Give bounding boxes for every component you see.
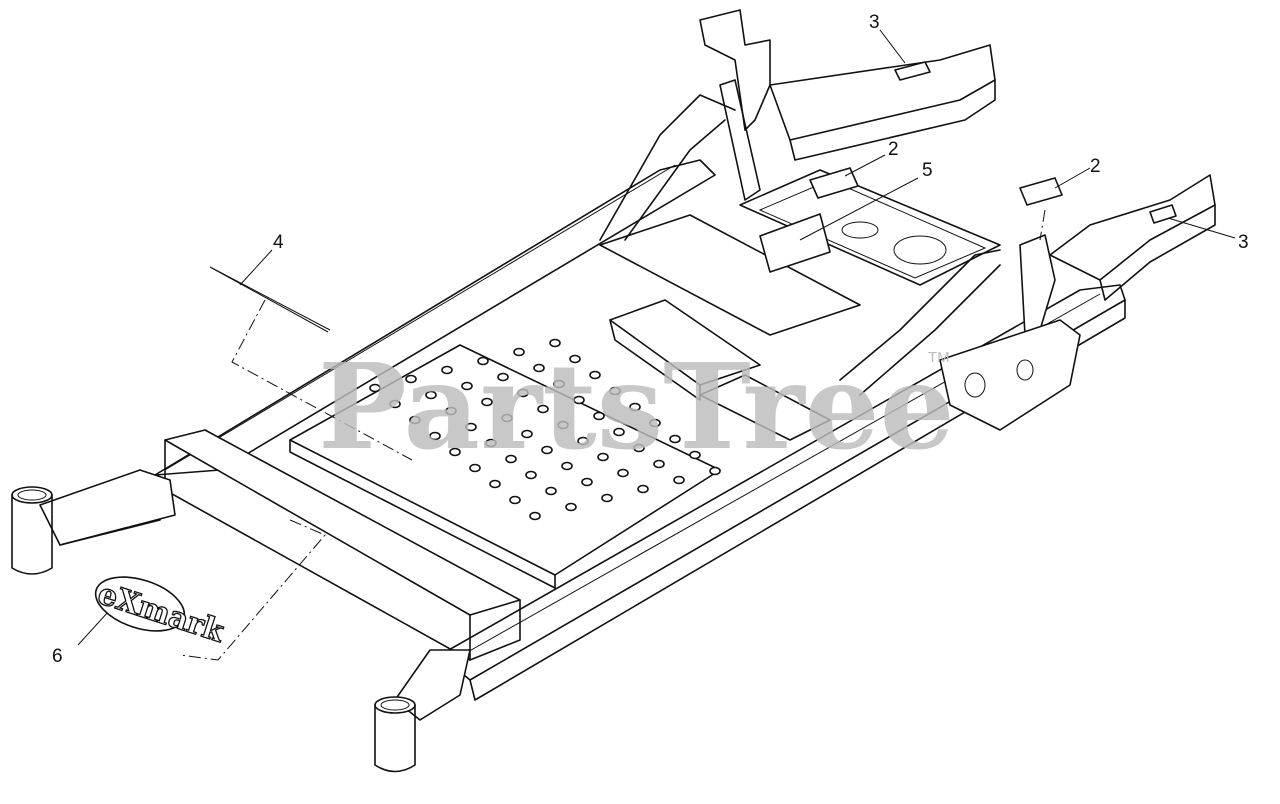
floor-stud [537,404,549,414]
floor-stud [461,381,473,391]
floor-stud [609,386,621,396]
floor-stud [509,495,521,505]
floor-stud [669,434,681,444]
floor-stud [477,356,489,366]
floor-stud [517,388,529,398]
floor-stud [505,454,517,464]
floor-stud [521,429,533,439]
floor-stud [445,406,457,416]
floor-stud [533,363,545,373]
callout-numbers: 3 2 5 2 3 4 6 [52,12,1249,667]
floor-stud [501,413,513,423]
callout-4: 4 [273,232,284,253]
floor-stud [577,436,589,446]
floor-stud [525,470,537,480]
floor-stud [429,431,441,441]
floor-stud [481,397,493,407]
floor-stud [617,468,629,478]
floor-stud [545,486,557,496]
floor-stud [597,452,609,462]
leader-lines [179,209,1046,661]
floor-stud [601,493,613,503]
callout-3-top: 3 [869,12,880,33]
callout-2-left: 2 [888,139,899,160]
floor-stud [673,475,685,485]
floor-stud [549,338,561,348]
floor-stud [581,477,593,487]
floor-stud [405,374,417,384]
decal-5-shape [759,213,831,273]
floor-stud [633,443,645,453]
floor-stud [561,461,573,471]
callout-leaders [77,29,1236,646]
floor-stud [613,427,625,437]
floor-stud [557,420,569,430]
decal-3-right-shape [1149,204,1177,224]
floor-stud [513,347,525,357]
floor-stud [653,459,665,469]
floor-stud [593,411,605,421]
floor-stud [573,395,585,405]
floor-stud [565,502,577,512]
watermark-text: PartsTree [318,337,955,476]
floor-stud [389,399,401,409]
floor-stud [649,418,661,428]
exmark-logo: eXmark [93,576,230,651]
floor-stud [689,450,701,460]
floor-stud [469,463,481,473]
callout-2-right: 2 [1090,156,1101,177]
callout-3-right: 3 [1238,232,1249,253]
floor-stud [637,484,649,494]
floor-stud [569,354,581,364]
decal-2-right-shape [1019,177,1063,206]
callout-5: 5 [922,160,933,181]
floor-stud [465,422,477,432]
floor-studs [369,338,721,521]
floor-stud [497,372,509,382]
callout-6: 6 [52,646,63,667]
floor-stud [629,402,641,412]
floor-stud [409,415,421,425]
decal-3-top-shape [894,61,931,81]
floor-stud [541,445,553,455]
floor-stud [589,370,601,380]
floor-stud [441,365,453,375]
floor-stud [553,379,565,389]
floor-stud [485,438,497,448]
floor-stud [709,466,721,476]
floor-stud [369,383,381,393]
floor-stud [449,447,461,457]
floor-stud [529,511,541,521]
trademark-mark: TM [928,349,950,366]
floor-stud [489,479,501,489]
floor-stud [425,390,437,400]
